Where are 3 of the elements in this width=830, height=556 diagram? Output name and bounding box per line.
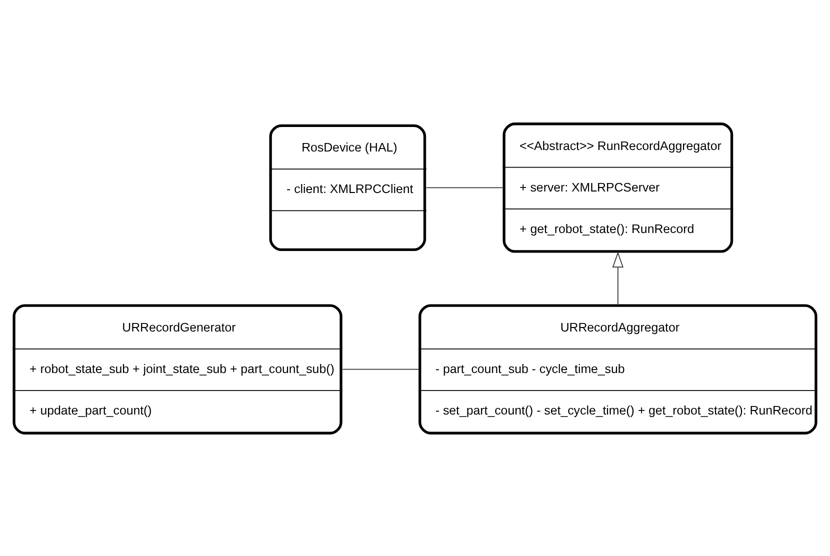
arrow (612, 251, 624, 304)
connector (342, 368, 419, 370)
connector (426, 186, 504, 188)
